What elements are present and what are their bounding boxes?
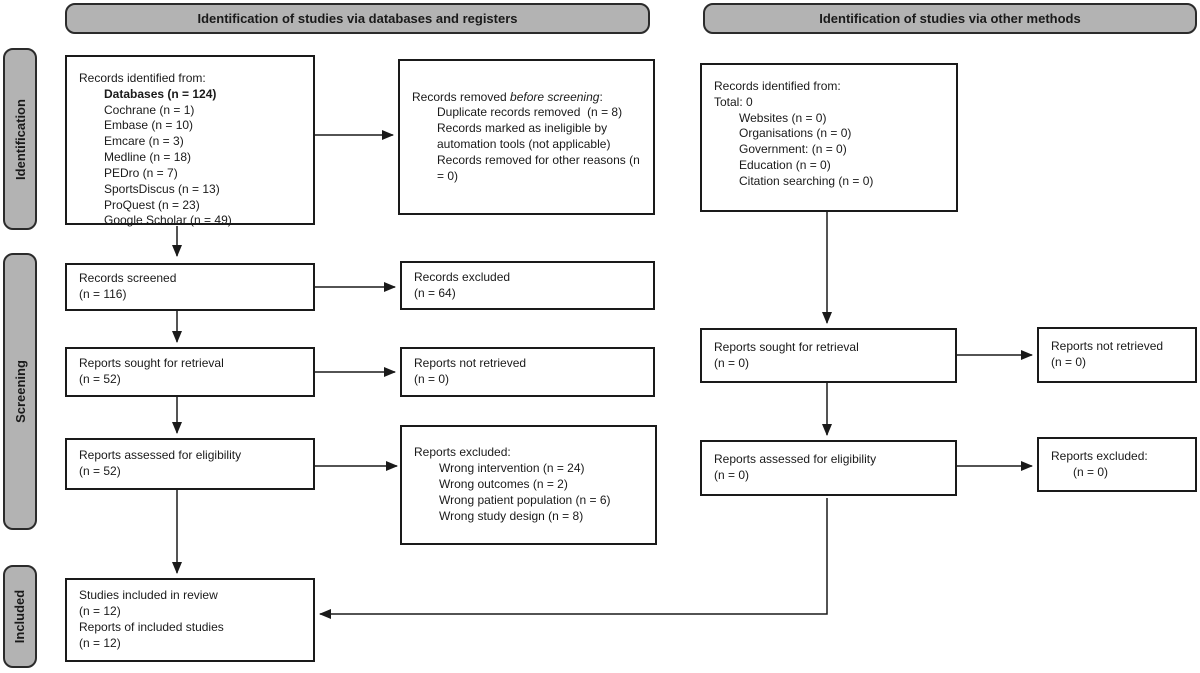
database-item: Medline (n = 18)	[104, 150, 192, 165]
box-line: Reports excluded:	[1051, 448, 1148, 463]
box-title: Records removed before screening:	[412, 90, 647, 106]
box-count: (n = 52)	[79, 464, 121, 478]
records-removed-prefix: Records removed	[412, 89, 511, 104]
exclusion-reason: Wrong intervention (n = 24)	[439, 461, 585, 476]
box-reports-sought: Reports sought for retrieval (n = 52)	[65, 347, 315, 397]
other-total: Total: 0	[714, 94, 753, 109]
header-other-methods-label: Identification of studies via other meth…	[819, 11, 1081, 26]
other-source-item: Organisations (n = 0)	[739, 126, 852, 141]
box-count: (n = 12)	[79, 604, 121, 619]
box-studies-included: Studies included in review (n = 12) Repo…	[65, 578, 315, 662]
stage-screening: Screening	[3, 253, 37, 530]
box-records-excluded: Records excluded (n = 64)	[400, 261, 655, 310]
database-item: ProQuest (n = 23)	[104, 197, 200, 212]
box-records-identified-databases: Records identified from: Databases (n = …	[65, 55, 315, 227]
database-item: Google Scholar (n = 49)	[104, 213, 232, 228]
database-item: PEDro (n = 7)	[104, 165, 178, 180]
box-title: Reports excluded:	[414, 445, 511, 460]
box-other-reports-sought: Reports sought for retrieval (n = 0)	[700, 328, 957, 383]
stage-included-label: Included	[12, 589, 28, 644]
box-count: (n = 0)	[714, 355, 750, 370]
box-count: (n = 0)	[1073, 464, 1109, 479]
removed-item: Duplicate records removed (n = 8)	[437, 105, 623, 120]
box-count: (n = 116)	[79, 287, 127, 301]
box-line: Records screened	[79, 271, 177, 286]
box-line: Reports sought for retrieval	[79, 356, 224, 371]
box-count: (n = 52)	[79, 372, 121, 386]
records-removed-italic: before screening	[510, 89, 600, 104]
database-item: Emcare (n = 3)	[104, 134, 184, 149]
other-source-item: Government: (n = 0)	[739, 142, 847, 157]
stage-identification: Identification	[3, 48, 37, 230]
database-item: Embase (n = 10)	[104, 118, 194, 133]
exclusion-reason: Wrong patient population (n = 6)	[439, 492, 611, 507]
box-count: (n = 0)	[714, 468, 750, 482]
box-title: Records identified from:	[714, 79, 841, 93]
box-reports-assessed: Reports assessed for eligibility (n = 52…	[65, 438, 315, 490]
header-other-methods: Identification of studies via other meth…	[703, 3, 1197, 34]
removed-item: Records marked as ineligible by automati…	[437, 121, 611, 151]
exclusion-reason: Wrong study design (n = 8)	[439, 508, 584, 523]
database-item: Cochrane (n = 1)	[104, 102, 195, 117]
box-title: Records identified from:	[79, 71, 206, 85]
box-line: Reports of included studies	[79, 620, 224, 634]
database-item: SportsDiscus (n = 13)	[104, 181, 220, 196]
box-count: (n = 64)	[414, 285, 456, 300]
box-count: (n = 0)	[1051, 355, 1087, 369]
stage-identification-label: Identification	[12, 98, 28, 180]
header-databases-registers: Identification of studies via databases …	[65, 3, 650, 34]
box-line: Reports assessed for eligibility	[714, 452, 877, 467]
box-records-screened: Records screened (n = 116)	[65, 263, 315, 311]
other-source-item: Citation searching (n = 0)	[739, 173, 874, 188]
box-other-reports-assessed: Reports assessed for eligibility (n = 0)	[700, 440, 957, 496]
box-records-removed: Records removed before screening: Duplic…	[398, 59, 655, 215]
box-line: Reports not retrieved	[414, 356, 527, 371]
box-line: Records excluded	[414, 269, 511, 284]
exclusion-reason: Wrong outcomes (n = 2)	[439, 477, 568, 492]
box-reports-not-retrieved: Reports not retrieved (n = 0)	[400, 347, 655, 397]
records-removed-suffix: :	[599, 89, 603, 104]
box-records-identified-other: Records identified from: Total: 0 Websit…	[700, 63, 958, 212]
databases-total: Databases (n = 124)	[104, 86, 217, 101]
stage-included: Included	[3, 565, 37, 668]
box-count: (n = 12)	[79, 635, 121, 650]
stage-screening-label: Screening	[12, 360, 28, 423]
box-line: Reports assessed for eligibility	[79, 448, 242, 463]
box-line: Reports not retrieved	[1051, 339, 1164, 354]
box-line: Reports sought for retrieval	[714, 339, 859, 354]
box-reports-excluded-reasons: Reports excluded: Wrong intervention (n …	[400, 425, 657, 545]
box-other-reports-not-retrieved: Reports not retrieved (n = 0)	[1037, 327, 1197, 383]
arrow-other-assessed-to-included	[319, 498, 828, 619]
box-count: (n = 0)	[414, 372, 450, 386]
removed-item: Records removed for other reasons (n = 0…	[437, 152, 644, 183]
box-line: Studies included in review	[79, 588, 218, 603]
other-source-item: Websites (n = 0)	[739, 110, 827, 125]
header-databases-registers-label: Identification of studies via databases …	[197, 11, 518, 26]
other-source-item: Education (n = 0)	[739, 158, 831, 173]
box-other-reports-excluded: Reports excluded: (n = 0)	[1037, 437, 1197, 492]
